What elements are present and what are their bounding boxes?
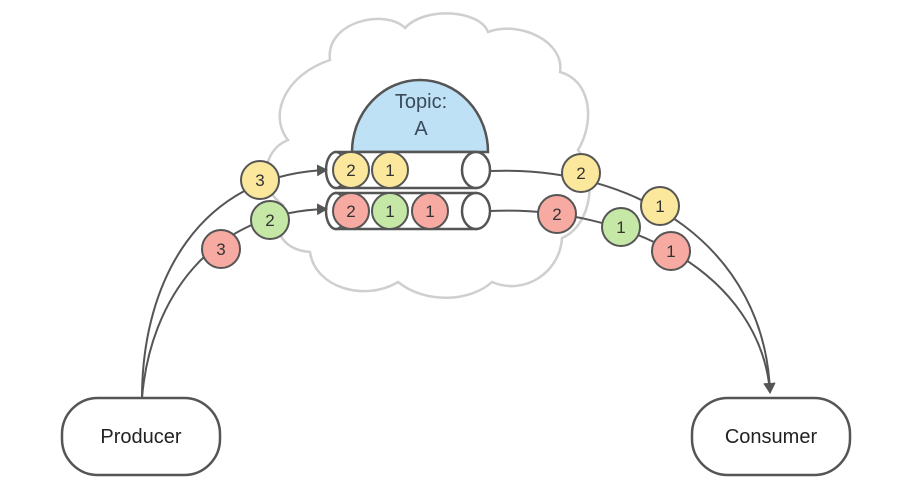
topic-label-line2: A (414, 118, 428, 140)
message-incoming-yellow-3: 3 (240, 160, 280, 200)
producer-label: Producer (100, 426, 181, 448)
message-label: 2 (265, 211, 274, 230)
message-incoming-green-2: 2 (250, 200, 290, 240)
message-partition-bottom-red-1: 1 (411, 192, 449, 230)
message-outgoing-yellow-2: 2 (561, 153, 601, 193)
message-label: 2 (552, 205, 561, 224)
message-label: 2 (576, 164, 585, 183)
message-partition-top-yellow-2: 2 (332, 151, 370, 189)
message-label: 1 (385, 161, 394, 180)
consumer-box (690, 396, 852, 477)
message-label: 1 (616, 218, 625, 237)
consumer-label: Consumer (725, 426, 818, 448)
message-label: 1 (425, 202, 434, 221)
message-label: 1 (385, 202, 394, 221)
topic-dome (350, 78, 490, 154)
message-label: 3 (216, 240, 225, 259)
message-label: 2 (346, 161, 355, 180)
producer-box (60, 396, 222, 477)
message-outgoing-yellow-1: 1 (640, 186, 680, 226)
message-label: 1 (655, 197, 664, 216)
message-label: 1 (666, 242, 675, 261)
message-outgoing-green-1: 1 (601, 207, 641, 247)
message-incoming-red-3: 3 (201, 229, 241, 269)
message-partition-top-yellow-1: 1 (371, 151, 409, 189)
message-partition-bottom-red-2: 2 (332, 192, 370, 230)
topic-label-line1: Topic: (395, 91, 447, 113)
message-label: 2 (346, 202, 355, 221)
message-outgoing-red-2: 2 (537, 194, 577, 234)
message-outgoing-red-1: 1 (651, 231, 691, 271)
consumer-arrow-top (489, 169, 776, 394)
message-partition-bottom-green-1: 1 (371, 192, 409, 230)
message-label: 3 (255, 171, 264, 190)
